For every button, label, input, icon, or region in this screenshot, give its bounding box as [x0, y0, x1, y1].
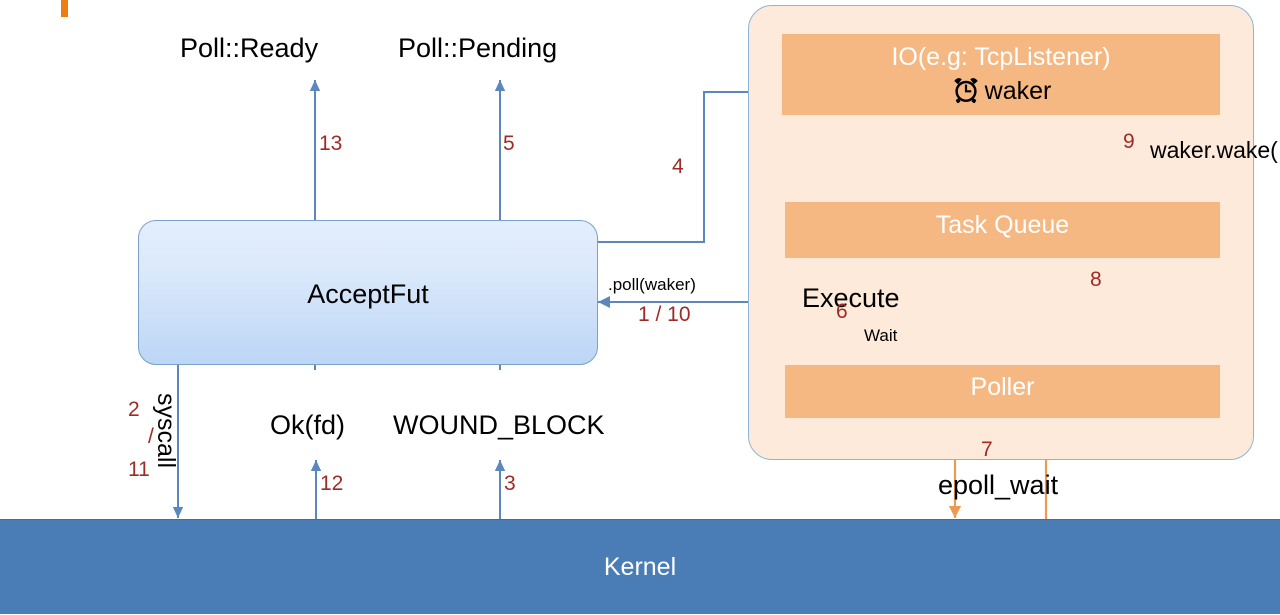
syscall-label: syscall	[152, 393, 180, 469]
io-box	[782, 34, 1220, 115]
poll-waker-label: .poll(waker)	[608, 275, 696, 294]
step-3: 3	[504, 472, 516, 495]
ok-fd-label: Ok(fd)	[270, 410, 346, 440]
accent-bar	[61, 0, 68, 17]
task-queue-box	[785, 202, 1220, 258]
poll-pending-label: Poll::Pending	[398, 33, 558, 63]
step-8: 8	[1090, 268, 1102, 291]
kernel-box	[0, 519, 1280, 614]
execute-label: Execute	[802, 283, 900, 313]
step-12: 12	[320, 472, 344, 495]
accept-future-label: AcceptFut	[307, 279, 429, 309]
waker-wake-label: waker.wake(	[1150, 137, 1278, 163]
step-4: 4	[672, 155, 684, 178]
step-7: 7	[981, 438, 993, 461]
epoll-wait-label: epoll_wait	[938, 470, 1059, 500]
poller-box	[785, 365, 1220, 418]
accept-future-box: AcceptFut	[138, 220, 598, 365]
wound-block-label: WOUND_BLOCK	[393, 410, 605, 440]
poller-label: Poller	[970, 373, 1035, 401]
waker-group: waker	[782, 74, 1220, 109]
wait-label: Wait	[864, 326, 898, 345]
kernel-label: Kernel	[603, 553, 677, 581]
io-box-label: IO(e.g: TcpListener)	[891, 43, 1111, 71]
step-1-10: 1 / 10	[638, 303, 691, 326]
poll-ready-label: Poll::Ready	[180, 33, 319, 63]
alarm-clock-icon	[951, 74, 981, 109]
step-13: 13	[319, 132, 343, 155]
step-11: 11	[128, 458, 150, 481]
step-2-11-separator: /	[148, 425, 154, 448]
task-queue-label: Task Queue	[935, 211, 1070, 239]
waker-label: waker	[984, 77, 1052, 105]
step-9: 9	[1123, 130, 1135, 153]
step-6: 6	[836, 300, 848, 323]
step-2: 2	[128, 398, 140, 421]
step-5: 5	[503, 132, 515, 155]
